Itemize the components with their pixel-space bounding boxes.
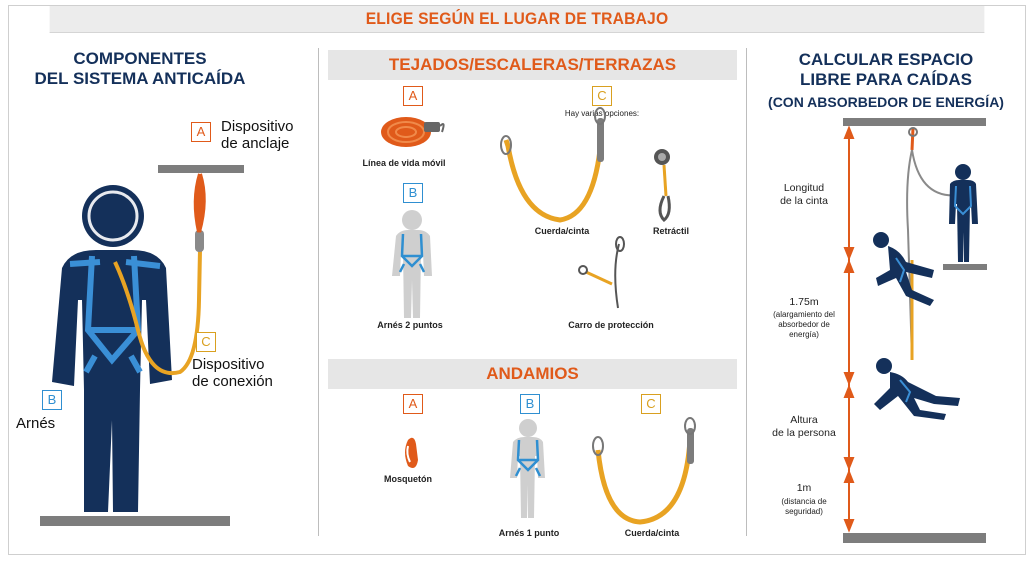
- clearance-title-line1: CALCULAR ESPACIO: [798, 50, 974, 69]
- connector-label-line1: Dispositivo: [192, 356, 265, 373]
- segment-absorber-note-line1: (alargamiento del: [773, 310, 835, 319]
- rope-icon-2: [592, 417, 696, 525]
- anchor-label: Dispositivo de anclaje: [221, 118, 294, 152]
- section-roofs-title: TEJADOS/ESCALERAS/TERRAZAS: [328, 50, 737, 80]
- connector-label-line2: de conexión: [192, 373, 273, 390]
- rope2-caption: Cuerda/cinta: [624, 528, 680, 538]
- components-title-line1: COMPONENTES: [73, 49, 207, 68]
- top-beam: [843, 118, 986, 126]
- segment-safety-value: 1m: [796, 482, 812, 494]
- dimension-line: [843, 125, 855, 533]
- harness-straps: [69, 255, 161, 374]
- carabiner-caption: Mosquetón: [384, 474, 432, 484]
- suspended-worker-figure: [874, 358, 960, 420]
- anchor-label-line1: Dispositivo: [221, 118, 294, 135]
- segment-absorber-note-line2: absorbedor de: [778, 320, 830, 329]
- components-title-line2: DEL SISTEMA ANTICAÍDA: [34, 69, 246, 88]
- harness1-caption: Arnés 1 punto: [498, 528, 560, 538]
- page-title: ELIGE SEGÚN EL LUGAR DE TRABAJO: [49, 6, 985, 33]
- segment-strap-length: Longitud de la cinta: [768, 182, 840, 208]
- scaffold-badge-c: C: [641, 394, 661, 414]
- clearance-title-line3: (CON ABSORBEDOR DE ENERGÍA): [768, 94, 1004, 110]
- worker-silhouette: [52, 185, 172, 512]
- trolley-icon: [578, 236, 625, 309]
- scaffold-badge-b: B: [520, 394, 540, 414]
- scaffold-badge-a: A: [403, 394, 423, 414]
- segment-absorber-note-line3: energía): [789, 330, 819, 339]
- segment-absorber-note: (alargamiento del absorbedor de energía): [764, 310, 844, 340]
- segment-safety-note-line2: seguridad): [785, 507, 823, 516]
- column-divider: [746, 48, 747, 536]
- segment-strap-length-line2: de la cinta: [780, 195, 828, 207]
- rope-icon: [500, 107, 606, 223]
- harness-label: Arnés: [16, 415, 56, 432]
- segment-safety-note-line1: (distancia de: [781, 497, 827, 506]
- retractable-icon: [654, 149, 671, 222]
- roof-badge-c: C: [592, 86, 612, 106]
- segment-absorber-value: 1.75m: [789, 296, 819, 308]
- segment-safety-note: (distancia de seguridad): [764, 497, 844, 517]
- lifeline-caption: Línea de vida móvil: [362, 158, 446, 168]
- harness-1-point-figure: [510, 419, 545, 518]
- infographic-frame: [8, 5, 1026, 555]
- connector-label: Dispositivo de conexión: [192, 356, 273, 390]
- retractable-caption: Retráctil: [652, 226, 689, 236]
- badge-b: B: [42, 390, 62, 410]
- segment-person-height: Altura de la persona: [764, 414, 844, 440]
- roof-badge-b: B: [403, 183, 423, 203]
- carabiner-icon: [405, 437, 418, 468]
- clearance-title-line2: LIBRE PARA CAÍDAS: [800, 70, 972, 89]
- harness-2-points-figure: [392, 210, 432, 318]
- anchor-label-line2: de anclaje: [221, 135, 290, 152]
- roof-badge-a: A: [403, 86, 423, 106]
- ledge-bar: [943, 264, 987, 270]
- badge-c: C: [196, 332, 216, 352]
- falling-worker-figure: [873, 232, 934, 306]
- section-scaffold-title: ANDAMIOS: [328, 359, 737, 389]
- rope-caption: Cuerda/cinta: [534, 226, 590, 236]
- anchor-bar: [158, 165, 244, 173]
- badge-a: A: [191, 122, 211, 142]
- segment-person-height-line2: de la persona: [772, 427, 836, 439]
- trolley-caption: Carro de protección: [568, 320, 654, 330]
- ground-bar: [843, 533, 986, 543]
- lanyard-strap: [113, 249, 202, 376]
- segment-person-height-line1: Altura: [790, 414, 818, 426]
- standing-worker-figure: [949, 164, 978, 262]
- options-note: Hay varias opciones:: [564, 109, 640, 118]
- floor-bar: [40, 516, 230, 526]
- lifeline-coil-icon: [381, 117, 445, 147]
- segment-strap-length-line1: Longitud: [783, 182, 825, 194]
- column-divider: [318, 48, 319, 536]
- clearance-title: CALCULAR ESPACIO LIBRE PARA CAÍDAS (CON …: [764, 50, 1008, 112]
- components-title: COMPONENTES DEL SISTEMA ANTICAÍDA: [20, 49, 260, 89]
- harness2-caption: Arnés 2 puntos: [377, 320, 443, 330]
